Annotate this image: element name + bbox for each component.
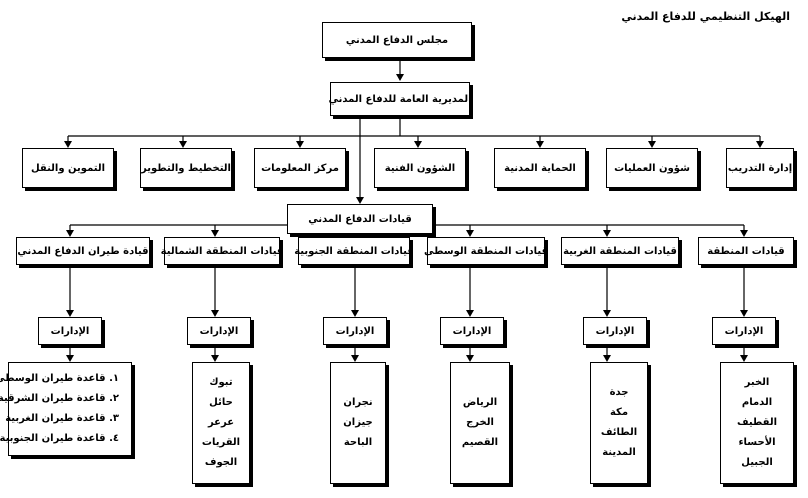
cities-eastern: الخبر الدمام القطيف الأحساء الجبيل — [720, 362, 794, 484]
list-item: الرياض — [462, 397, 498, 408]
sub-admin-northern: الإدارات — [187, 317, 251, 345]
list-item: الخرج — [466, 417, 494, 428]
list-item: الأحساء — [738, 437, 776, 448]
dept-operations: شؤون العمليات — [606, 148, 698, 188]
cities-southern: نجران جيزان الباحة — [330, 362, 386, 484]
cities-central: الرياض الخرج القصيم — [450, 362, 510, 484]
region-western: قيادات المنطقة الغربية — [561, 237, 679, 265]
list-item: عرعر — [207, 417, 235, 428]
chart-title: الهيكل التنظيمي للدفاع المدني — [621, 10, 790, 23]
list-item: ١. قاعدة طيران الوسطى — [0, 373, 119, 384]
sub-admin-southern: الإدارات — [323, 317, 387, 345]
region-eastern: قيادات المنطقة — [698, 237, 794, 265]
region-southern: قيادات المنطقة الجنوبية — [294, 237, 414, 265]
dept-civil-protection: الحماية المدنية — [494, 148, 586, 188]
region-northern: قيادات المنطقة الشمالية — [161, 237, 283, 265]
commands-box: قيادات الدفاع المدني — [287, 204, 433, 234]
region-central: قيادات المنطقة الوسطى — [424, 237, 548, 265]
sub-admin-aviation: الإدارات — [38, 317, 102, 345]
region-aviation: قيادة طيران الدفاع المدني — [16, 237, 150, 265]
bases-aviation: ١. قاعدة طيران الوسطى ٢. قاعدة طيران الش… — [0, 362, 132, 456]
list-item: ٤. قاعدة طيران الجنوبية — [0, 433, 119, 444]
list-item: مكة — [609, 407, 629, 418]
list-item: القطيف — [736, 417, 778, 428]
cities-northern: تبوك حائل عرعر القريات الجوف — [192, 362, 250, 484]
sub-admin-eastern: الإدارات — [712, 317, 776, 345]
directorate-box: المديرية العامة للدفاع المدني — [328, 82, 472, 116]
sub-admin-western: الإدارات — [583, 317, 647, 345]
list-item: الباحة — [343, 437, 373, 448]
list-item: ٢. قاعدة طيران الشرقية — [0, 393, 119, 404]
list-item: جيزان — [343, 417, 373, 428]
dept-training: إدارة التدريب — [726, 148, 794, 188]
list-item: الجوف — [204, 457, 238, 468]
dept-information: مركز المعلومات — [254, 148, 346, 188]
list-item: القصيم — [461, 437, 499, 448]
list-item: الجبيل — [741, 457, 773, 468]
cities-western: جدة مكة الطائف المدينة — [590, 362, 648, 484]
dept-supply: التموين والنقل — [22, 148, 114, 188]
list-item: الطائف — [600, 427, 638, 438]
list-item: جدة — [609, 387, 629, 398]
council-box: مجلس الدفاع المدني — [322, 22, 472, 58]
list-item: ٣. قاعدة طيران الغربية — [5, 413, 119, 424]
list-item: حائل — [209, 397, 233, 408]
list-item: المدينة — [602, 447, 636, 458]
dept-technical: الشؤون الفنية — [374, 148, 466, 188]
dept-planning: التخطيط والتطوير — [140, 148, 232, 188]
sub-admin-central: الإدارات — [440, 317, 504, 345]
list-item: تبوك — [209, 377, 233, 388]
list-item: القريات — [201, 437, 241, 448]
list-item: نجران — [343, 397, 373, 408]
list-item: الخبر — [744, 377, 770, 388]
list-item: الدمام — [741, 397, 773, 408]
